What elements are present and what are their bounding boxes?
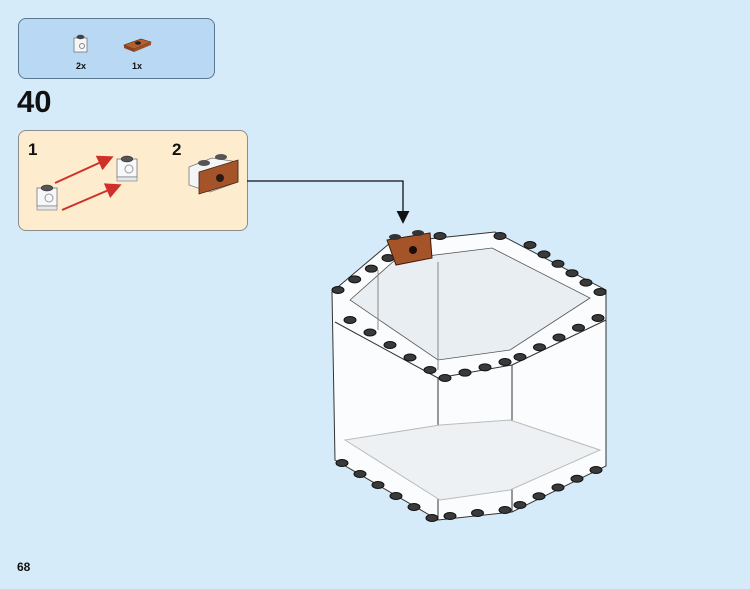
parts-list-item: 2x	[69, 31, 93, 71]
stud	[552, 333, 566, 342]
stud	[407, 503, 421, 511]
stud	[570, 474, 584, 483]
stud	[498, 358, 512, 366]
stud	[478, 363, 492, 372]
stud	[572, 323, 585, 332]
stud	[551, 259, 565, 268]
stud	[593, 288, 607, 296]
stud	[565, 269, 579, 278]
stud	[363, 328, 377, 337]
stud	[403, 353, 417, 362]
substep-number: 2	[172, 140, 182, 159]
stud	[423, 366, 437, 374]
parts-list-item: 1x	[121, 31, 153, 71]
stud	[425, 514, 439, 522]
stud	[343, 316, 357, 324]
stud	[383, 341, 397, 349]
stud	[438, 374, 452, 382]
substep-number: 1	[28, 140, 38, 159]
stud	[471, 509, 484, 517]
transparent-bracket-icon	[73, 34, 88, 53]
substep-1-illustration	[36, 155, 138, 211]
stud	[513, 501, 527, 509]
step-number: 40	[17, 84, 52, 119]
main-model-illustration	[331, 230, 607, 522]
stud	[513, 353, 527, 361]
red-arrow	[54, 155, 114, 184]
stud	[523, 241, 537, 249]
stud	[533, 343, 546, 352]
stud	[433, 232, 447, 240]
page-number: 68	[17, 560, 31, 574]
stud	[371, 481, 385, 489]
red-arrow	[61, 183, 122, 211]
stud	[537, 250, 551, 259]
jumper-plate-placed	[386, 230, 433, 266]
stud	[335, 459, 349, 467]
stud	[364, 264, 378, 273]
jumper-plate-icon	[123, 38, 152, 52]
stud	[389, 492, 403, 500]
callout-arrow	[247, 180, 410, 224]
stud	[551, 483, 565, 492]
stud	[443, 512, 457, 520]
stud	[591, 314, 605, 322]
stud	[353, 470, 367, 478]
substep-2-illustration	[188, 154, 239, 195]
stud	[498, 506, 512, 514]
stud	[589, 466, 603, 474]
stud	[532, 492, 546, 501]
parts-list-box: 2x 1x	[18, 18, 215, 79]
stud	[579, 278, 593, 287]
stud	[458, 368, 472, 377]
stud	[493, 232, 507, 240]
stud	[348, 275, 362, 284]
stud	[331, 286, 345, 294]
